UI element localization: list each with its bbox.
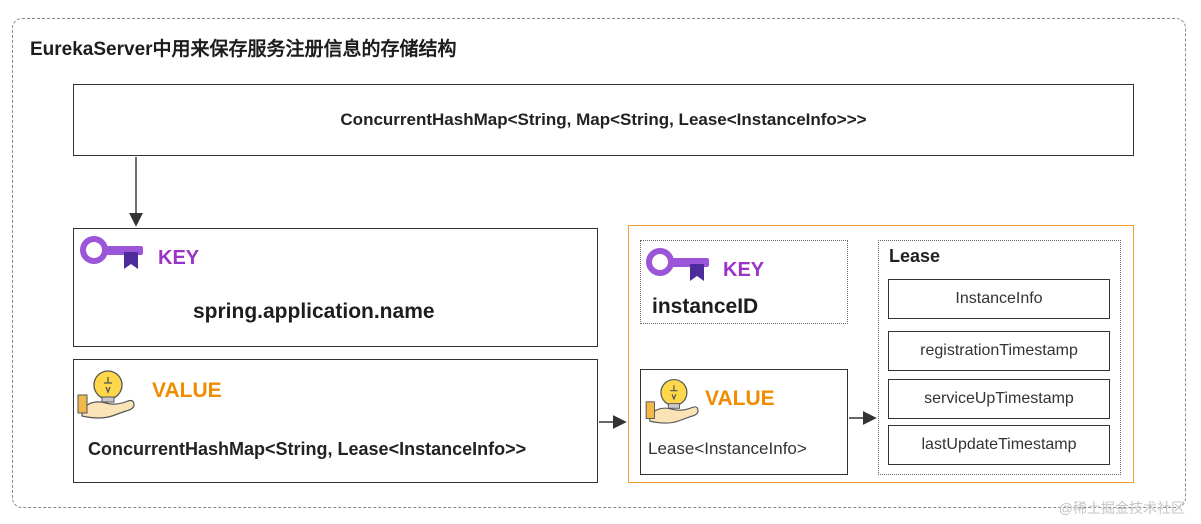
inner-value-box (640, 369, 848, 475)
inner-value-value: Lease<InstanceInfo> (648, 439, 807, 458)
outer-key-label: KEY (158, 247, 200, 269)
outer-key-box (73, 228, 598, 347)
lease-field-lastupdate-timestamp: lastUpdateTimestamp (888, 425, 1110, 465)
top-map-box: ConcurrentHashMap<String, Map<String, Le… (73, 84, 1134, 156)
outer-value-label: VALUE (152, 379, 222, 402)
diagram-frame (12, 18, 1186, 508)
lease-field-registration-timestamp: registrationTimestamp (888, 331, 1110, 371)
lease-field-instanceinfo: InstanceInfo (888, 279, 1110, 319)
inner-key-box (640, 240, 848, 324)
lightbulb-hand-icon (77, 370, 135, 419)
map-entry-frame (628, 225, 1134, 483)
inner-key-label: KEY (723, 259, 765, 281)
lease-field-serviceup-timestamp: serviceUpTimestamp (888, 379, 1110, 419)
top-map-label: ConcurrentHashMap<String, Map<String, Le… (340, 110, 867, 129)
outer-key-value: spring.application.name (193, 300, 435, 323)
outer-value-box (73, 359, 598, 483)
watermark: @稀土掘金技术社区 (1058, 500, 1185, 516)
lightbulb-hand-icon (645, 378, 699, 424)
diagram-title: EurekaServer中用来保存服务注册信息的存储结构 (30, 39, 457, 60)
inner-key-value: instanceID (652, 295, 759, 318)
key-icon (80, 236, 143, 269)
lease-title: Lease (889, 246, 941, 266)
outer-value-value: ConcurrentHashMap<String, Lease<Instance… (88, 439, 527, 459)
inner-value-label: VALUE (705, 387, 775, 410)
lease-box (878, 240, 1121, 475)
key-icon (646, 248, 709, 281)
